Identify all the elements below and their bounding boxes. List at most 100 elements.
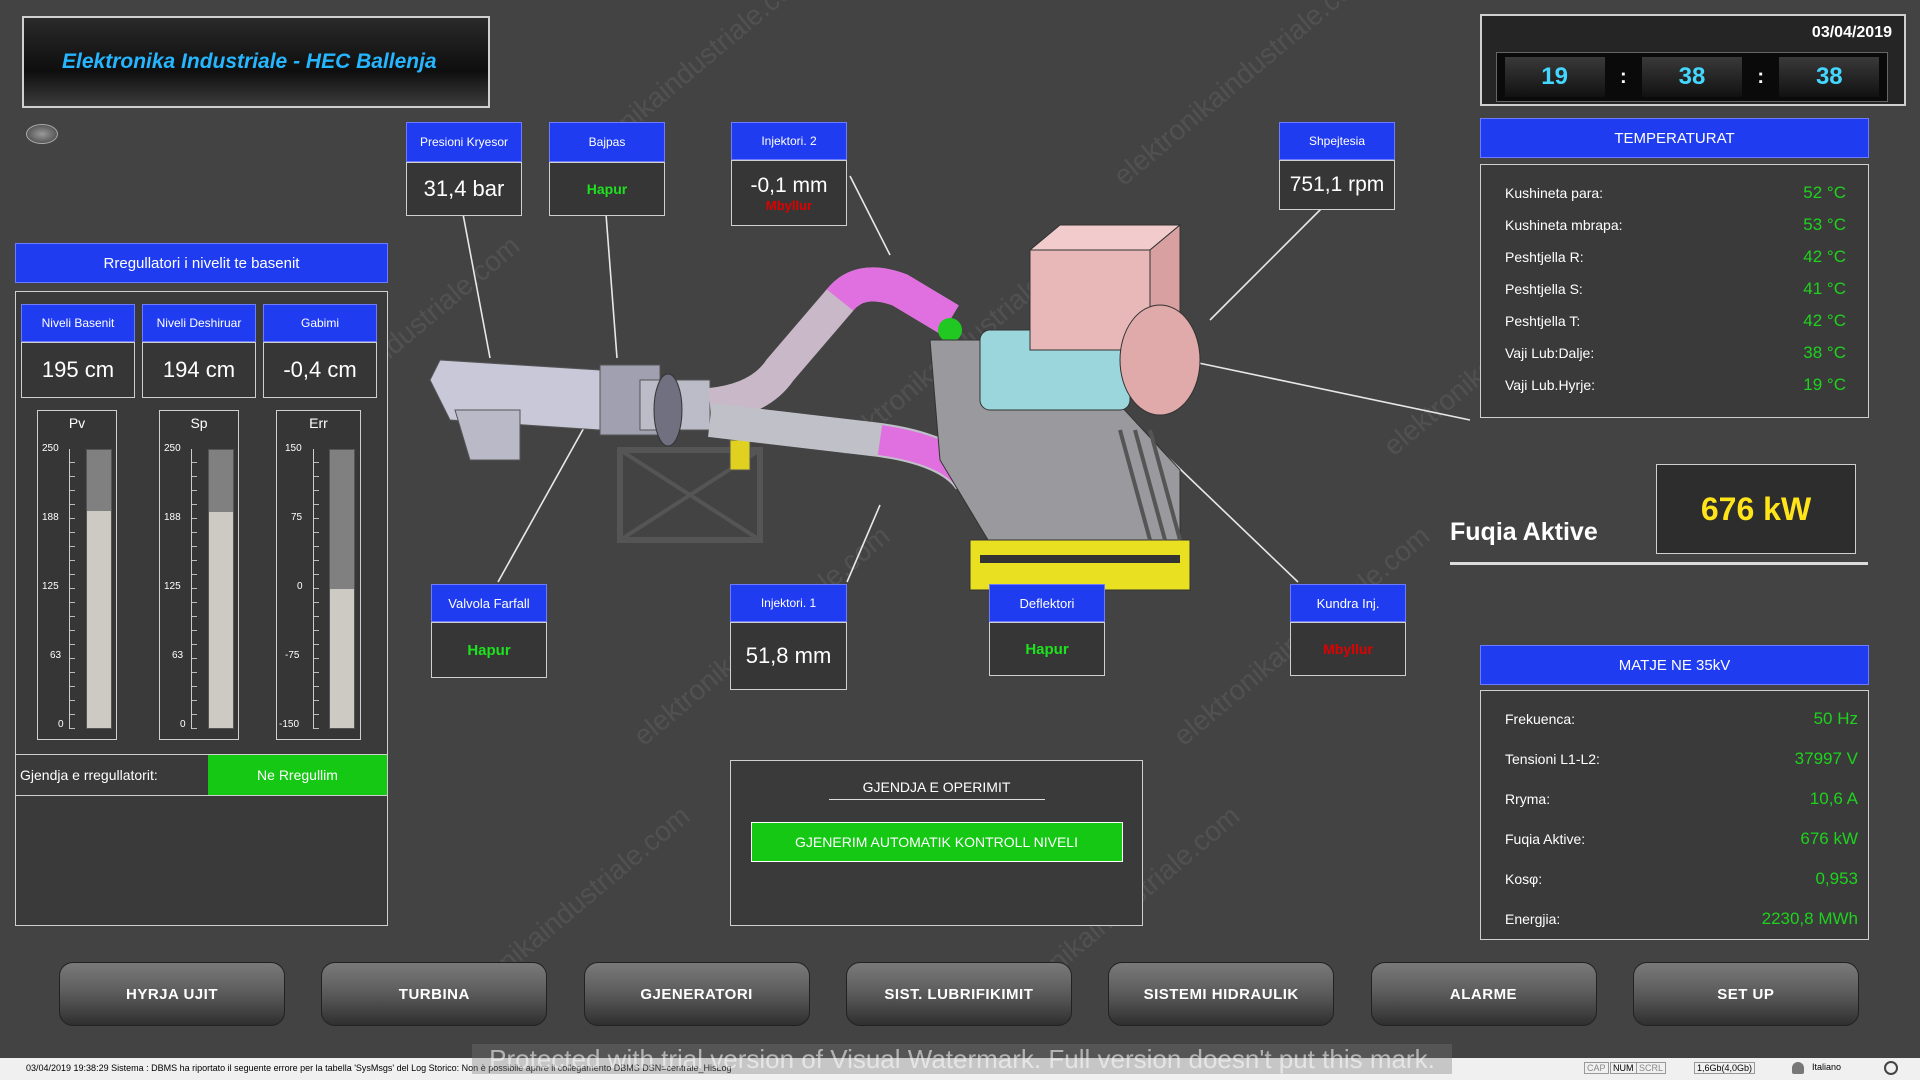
temperature-label: Vaji Lub.Hyrje: bbox=[1505, 377, 1596, 393]
regulator-title: Rregullatori i nivelit te basenit bbox=[15, 243, 388, 283]
measurement-row: Frekuenca: 50 Hz bbox=[1505, 699, 1858, 739]
measurement-value: 10,6 A bbox=[1809, 789, 1858, 808]
gauge-err: Err 150 75 0 -75 -150 bbox=[276, 410, 361, 740]
gauge-bar bbox=[86, 449, 112, 729]
temperature-label: Peshtjella S: bbox=[1505, 281, 1583, 297]
regulator-panel: Niveli Basenit 195 cm Niveli Deshiruar 1… bbox=[15, 291, 388, 926]
col-label: Niveli Deshiruar bbox=[142, 304, 256, 342]
power-icon bbox=[1884, 1061, 1898, 1075]
regulator-col: Gabimi -0,4 cm bbox=[263, 304, 377, 398]
tag-label: Injektori. 1 bbox=[730, 584, 847, 622]
gauge-tick: 250 bbox=[42, 443, 59, 454]
nav-button-set-up[interactable]: SET UP bbox=[1632, 962, 1859, 1026]
regulator-state-row: Gjendja e rregullatorit: Ne Rregullim bbox=[16, 754, 387, 796]
temperature-value: 52 °C bbox=[1803, 183, 1846, 202]
tag-value: -0,1 mm bbox=[750, 173, 828, 197]
scrl-indicator: SCRL bbox=[1636, 1062, 1667, 1074]
temperature-label: Peshtjella T: bbox=[1505, 313, 1581, 329]
measurement-value: 0,953 bbox=[1815, 869, 1858, 888]
measurement-row: Kosφ: 0,953 bbox=[1505, 859, 1858, 899]
gauge-tick: 150 bbox=[285, 443, 302, 454]
gauge-name: Pv bbox=[68, 415, 86, 431]
gauge-tick: 125 bbox=[42, 581, 59, 592]
tag-value: 31,4 bar bbox=[406, 162, 522, 216]
tag-injektori-2[interactable]: Injektori. 2 -0,1 mm Mbyllur bbox=[731, 122, 847, 226]
tag-presioni-kryesor: Presioni Kryesor 31,4 bar bbox=[406, 122, 522, 216]
trial-watermark: Protected with trial version of Visual W… bbox=[472, 1044, 1452, 1074]
num-indicator: NUM bbox=[1610, 1062, 1637, 1074]
tag-state: Hapur bbox=[989, 622, 1105, 676]
tag-shpejtesia: Shpejtesia 751,1 rpm bbox=[1279, 122, 1395, 210]
gauge-tick: 75 bbox=[291, 512, 303, 523]
clock-hours: 19 bbox=[1504, 57, 1605, 97]
regulator-col: Niveli Basenit 195 cm bbox=[21, 304, 135, 398]
temperature-row: Kushineta para: 52 °C bbox=[1505, 177, 1846, 209]
operation-panel: GJENDJA E OPERIMIT GJENERIM AUTOMATIK KO… bbox=[730, 760, 1143, 926]
app-title-box: Elektronika Industriale - HEC Ballenja bbox=[22, 16, 490, 108]
measurement-label: Energjia: bbox=[1505, 911, 1561, 927]
tag-label: Deflektori bbox=[989, 584, 1105, 622]
nav-button-sist-lubrifikimit[interactable]: SIST. LUBRIFIKIMIT bbox=[845, 962, 1072, 1026]
measurement-value: 37997 V bbox=[1794, 749, 1858, 768]
measurement-value: 2230,8 MWh bbox=[1761, 909, 1858, 928]
measurement-row: Energjia: 2230,8 MWh bbox=[1505, 899, 1858, 939]
measurement-row: Rryma: 10,6 A bbox=[1505, 779, 1858, 819]
measurement-label: Rryma: bbox=[1505, 791, 1551, 807]
col-label: Gabimi bbox=[263, 304, 377, 342]
tag-label: Valvola Farfall bbox=[431, 584, 547, 622]
temperature-value: 42 °C bbox=[1803, 311, 1846, 330]
tag-label: Presioni Kryesor bbox=[406, 122, 522, 162]
measurement-label: Kosφ: bbox=[1505, 871, 1543, 887]
measurement-row: Tensioni L1-L2: 37997 V bbox=[1505, 739, 1858, 779]
clock-sep: : bbox=[1757, 65, 1764, 88]
gauge-bar bbox=[329, 449, 355, 729]
tag-value: 751,1 rpm bbox=[1279, 160, 1395, 210]
measurement-row: Fuqia Aktive: 676 kW bbox=[1505, 819, 1858, 859]
measurement-label: Fuqia Aktive: bbox=[1505, 831, 1586, 847]
tag-kundra-inj[interactable]: Kundra Inj. Mbyllur bbox=[1290, 584, 1406, 676]
power-underline bbox=[1450, 562, 1868, 565]
status-message: 03/04/2019 19:38:29 Sistema : DBMS ha ri… bbox=[26, 1063, 732, 1073]
temperature-row: Vaji Lub.Hyrje: 19 °C bbox=[1505, 369, 1846, 401]
clock-minutes: 38 bbox=[1641, 57, 1742, 97]
tag-bajpas[interactable]: Bajpas Hapur bbox=[549, 122, 665, 216]
gauge-tick: 250 bbox=[164, 443, 181, 454]
nav-button-gjeneratori[interactable]: GJENERATORI bbox=[583, 962, 810, 1026]
measurement-value: 676 kW bbox=[1800, 829, 1858, 848]
gauge-tick: 0 bbox=[180, 719, 186, 730]
temperature-row: Peshtjella T: 42 °C bbox=[1505, 305, 1846, 337]
nav-button-turbina[interactable]: TURBINA bbox=[321, 962, 548, 1026]
nav-button-sistemi-hidraulik[interactable]: SISTEMI HIDRAULIK bbox=[1108, 962, 1335, 1026]
temperature-row: Vaji Lub:Dalje: 38 °C bbox=[1505, 337, 1846, 369]
gauge-tick: 188 bbox=[42, 512, 59, 523]
temperature-row: Peshtjella R: 42 °C bbox=[1505, 241, 1846, 273]
gauge-name: Sp bbox=[190, 415, 208, 431]
gauge-name: Err bbox=[309, 415, 328, 431]
temperature-row: Kushineta mbrapa: 53 °C bbox=[1505, 209, 1846, 241]
tag-label: Injektori. 2 bbox=[731, 122, 847, 160]
temperature-label: Peshtjella R: bbox=[1505, 249, 1584, 265]
col-label: Niveli Basenit bbox=[21, 304, 135, 342]
memory-indicator: 1,6Gb(4,0Gb) bbox=[1694, 1062, 1756, 1074]
temperatures-title: TEMPERATURAT bbox=[1480, 118, 1869, 158]
gauge-bar bbox=[208, 449, 234, 729]
gauge-sp: Sp 250 188 125 63 0 bbox=[159, 410, 239, 740]
gauge-tick: 63 bbox=[172, 650, 184, 661]
tag-label: Bajpas bbox=[549, 122, 665, 162]
tag-state: Mbyllur bbox=[765, 197, 813, 213]
operation-title: GJENDJA E OPERIMIT bbox=[828, 779, 1045, 800]
nav-button-alarme[interactable]: ALARME bbox=[1370, 962, 1597, 1026]
tag-injektori-1[interactable]: Injektori. 1 51,8 mm bbox=[730, 584, 847, 690]
tag-state: Mbyllur bbox=[1290, 622, 1406, 676]
tag-valvola-farfall[interactable]: Valvola Farfall Hapur bbox=[431, 584, 547, 678]
col-value: -0,4 cm bbox=[263, 342, 377, 398]
power-value: 676 kW bbox=[1656, 464, 1856, 554]
clock-panel: 03/04/2019 19 : 38 : 38 bbox=[1480, 14, 1906, 106]
tag-deflektori[interactable]: Deflektori Hapur bbox=[989, 584, 1105, 676]
gauge-tick: 188 bbox=[164, 512, 181, 523]
tag-label: Kundra Inj. bbox=[1290, 584, 1406, 622]
nav-button-hyrja-ujit[interactable]: HYRJA UJIT bbox=[59, 962, 285, 1026]
tag-state: Hapur bbox=[549, 162, 665, 216]
